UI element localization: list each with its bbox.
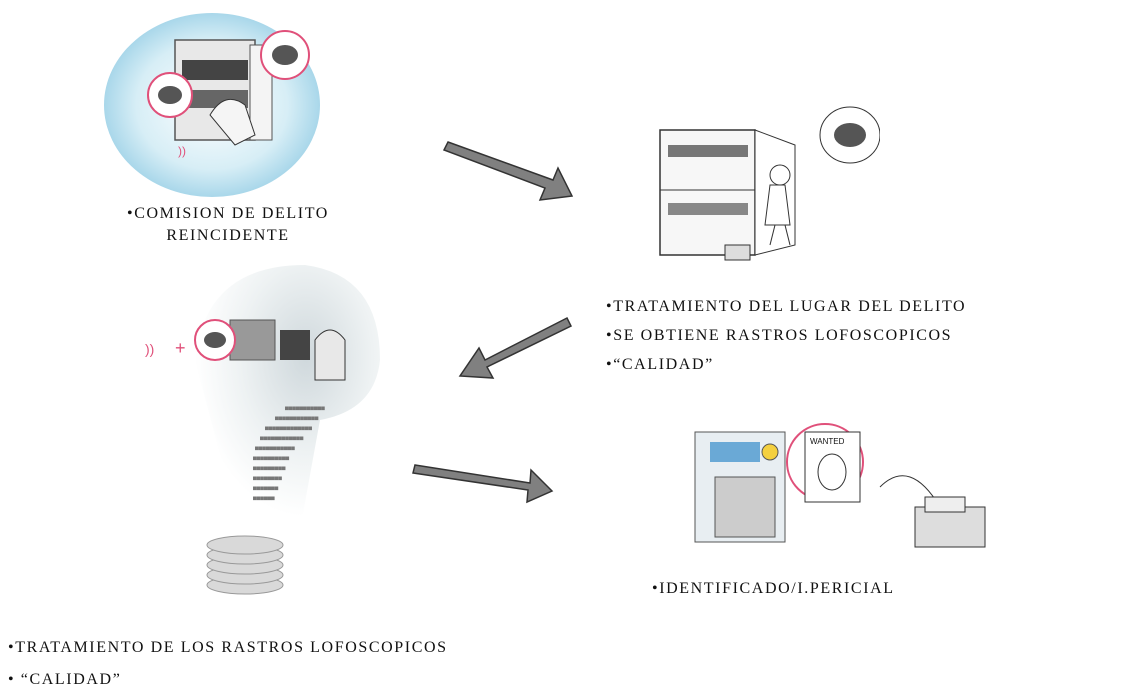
identification-illustration: WANTED: [694, 423, 986, 548]
scene-item-2: •SE OBTIENE RASTROS LOFOSCOPICOS: [606, 327, 953, 344]
plus-badge: +: [175, 338, 186, 358]
svg-text:■■■■■■■■■■■■■: ■■■■■■■■■■■■■: [265, 425, 312, 432]
arrow-right-down-2: [412, 464, 554, 504]
svg-text:)): )): [178, 144, 186, 158]
wanted-poster-text: WANTED: [810, 437, 845, 446]
analysis-item-2: • “CALIDAD”: [8, 671, 122, 688]
crime-label-line1: •COMISION DE DELITO: [127, 205, 329, 222]
crime-label: •COMISION DE DELITO REINCIDENTE: [78, 206, 378, 244]
database-head-illustration: )) + ■■■■■■■■■■■ ■■■■■■■■■■■■ ■■■■■■■■■■…: [145, 265, 380, 595]
crime-scene-investigator-illustration: [659, 106, 880, 261]
arrow-left-down: [458, 316, 573, 379]
svg-text:■■■■■■■■■■■■: ■■■■■■■■■■■■: [260, 435, 304, 442]
svg-text:■■■■■■■: ■■■■■■■: [253, 485, 279, 492]
svg-text:■■■■■■■■■■■: ■■■■■■■■■■■: [285, 405, 325, 412]
identified-label: •IDENTIFICADO/I.PERICIAL: [652, 580, 895, 597]
arrow-right-down-1: [442, 141, 574, 201]
svg-text:■■■■■■■■■■■: ■■■■■■■■■■■: [255, 445, 295, 452]
svg-text:■■■■■■■■: ■■■■■■■■: [253, 475, 282, 482]
svg-text:■■■■■■■■■: ■■■■■■■■■: [253, 465, 286, 472]
svg-text:■■■■■■: ■■■■■■: [253, 495, 275, 502]
analysis-item-1: •TRATAMIENTO DE LOS RASTROS LOFOSCOPICOS: [8, 639, 448, 656]
svg-text:)): )): [145, 341, 154, 357]
scene-item-1: •TRATAMIENTO DEL LUGAR DEL DELITO: [606, 298, 967, 315]
svg-text:■■■■■■■■■■: ■■■■■■■■■■: [253, 455, 290, 462]
svg-text:■■■■■■■■■■■■: ■■■■■■■■■■■■: [275, 415, 319, 422]
crime-label-line2: REINCIDENTE: [166, 227, 290, 244]
burglary-illustration: )): [104, 13, 320, 197]
scene-item-3: •“CALIDAD”: [606, 356, 714, 373]
